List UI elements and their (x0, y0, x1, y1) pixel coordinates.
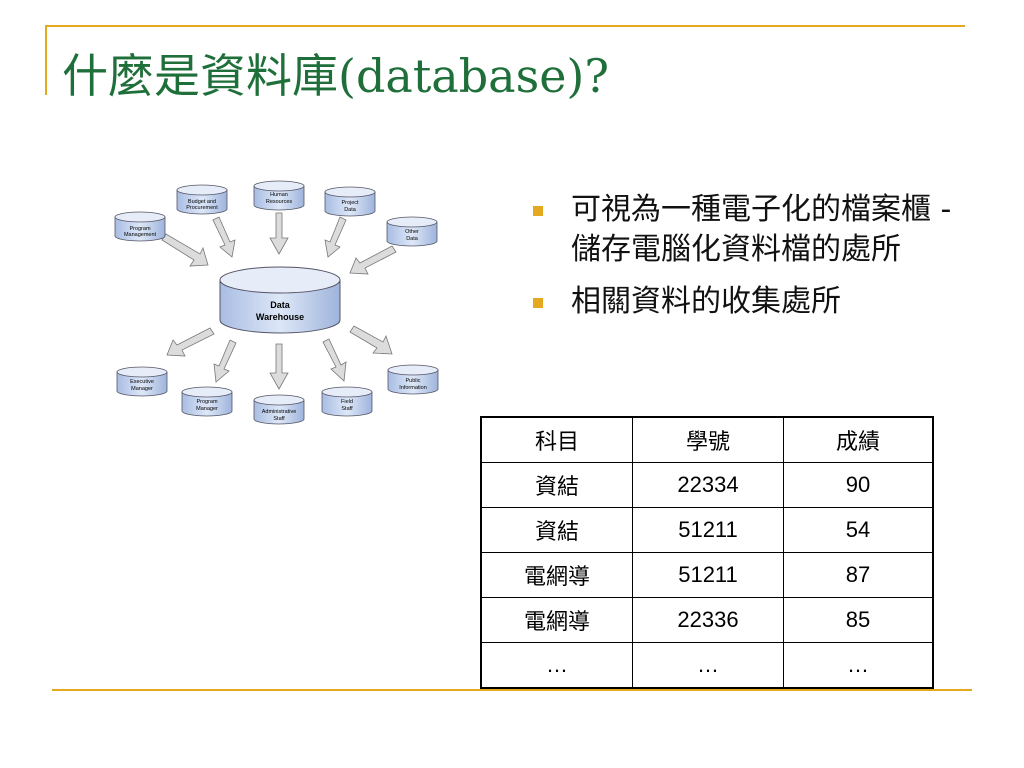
table-cell: … (783, 642, 934, 689)
table-row: … … … (480, 642, 934, 689)
svg-text:Administrative: Administrative (262, 409, 297, 415)
bullet-item: 相關資料的收集處所 (533, 282, 963, 322)
svg-text:Procurement: Procurement (186, 205, 218, 211)
svg-text:Project: Project (341, 200, 359, 206)
top-rule (45, 25, 965, 27)
data-warehouse-diagram: Data Warehouse Program Management Budget… (114, 180, 439, 425)
center-label-2: Warehouse (256, 312, 304, 322)
table-header-cell: 成績 (783, 416, 934, 463)
left-rule (45, 25, 47, 95)
table-cell: 電網導 (480, 597, 633, 643)
table-cell: … (480, 642, 633, 689)
table-header-cell: 科目 (480, 416, 633, 463)
svg-text:Program: Program (129, 226, 151, 232)
arrow-in-1 (161, 233, 209, 267)
bottom-rule (52, 689, 972, 691)
square-bullet-icon (533, 298, 543, 308)
source-program-management: Program Management (114, 211, 166, 242)
arrow-out-1 (166, 327, 215, 357)
table-cell: 資結 (480, 462, 633, 508)
svg-text:Staff: Staff (273, 416, 285, 422)
svg-text:Manager: Manager (131, 386, 153, 392)
svg-text:Human: Human (270, 192, 288, 198)
table-cell: 51211 (632, 507, 784, 553)
arrow-out-4 (322, 338, 347, 382)
table-header-row: 科目 學號 成績 (480, 416, 934, 463)
table-header-cell: 學號 (632, 416, 784, 463)
bullet-item: 可視為一種電子化的檔案櫃 - 儲存電腦化資料檔的處所 (533, 190, 963, 270)
consumer-executive-manager: Executive Manager (116, 366, 168, 397)
data-warehouse-cylinder: Data Warehouse (219, 266, 341, 334)
table-cell: 90 (783, 462, 934, 508)
table-cell: … (632, 642, 784, 689)
source-human-resources: Human Resources (253, 180, 305, 211)
svg-text:Staff: Staff (341, 406, 353, 412)
svg-text:Public: Public (406, 378, 421, 384)
svg-text:Other: Other (405, 229, 419, 235)
table-cell: 22336 (632, 597, 784, 643)
bullet-text: 相關資料的收集處所 (571, 284, 841, 319)
grades-table: 科目 學號 成績 資結 22334 90 資結 51211 54 電網導 512… (480, 416, 934, 689)
svg-text:Data: Data (344, 207, 357, 213)
table-cell: 資結 (480, 507, 633, 553)
table-cell: 87 (783, 552, 934, 598)
table-cell: 51211 (632, 552, 784, 598)
svg-text:Program: Program (196, 399, 218, 405)
arrow-in-5 (349, 245, 397, 275)
arrow-in-3 (269, 212, 289, 255)
table-row: 資結 51211 54 (480, 507, 934, 553)
svg-text:Executive: Executive (130, 379, 154, 385)
table-row: 電網導 51211 87 (480, 552, 934, 598)
bullet-list: 可視為一種電子化的檔案櫃 - 儲存電腦化資料檔的處所 相關資料的收集處所 (533, 190, 963, 334)
source-budget-procurement: Budget and Procurement (176, 184, 228, 215)
svg-text:Management: Management (124, 232, 157, 238)
source-other-data: Other Data (386, 216, 438, 247)
svg-text:Field: Field (341, 399, 353, 405)
svg-text:Information: Information (399, 385, 427, 391)
table-cell: 電網導 (480, 552, 633, 598)
source-project-data: Project Data (324, 186, 376, 217)
table-row: 電網導 22336 85 (480, 597, 934, 643)
svg-text:Budget and: Budget and (188, 199, 216, 205)
svg-text:Data: Data (406, 236, 419, 242)
consumer-field-staff: Field Staff (321, 386, 373, 417)
arrow-out-3 (269, 343, 289, 390)
consumer-program-manager: Program Manager (181, 386, 233, 417)
table-cell: 54 (783, 507, 934, 553)
consumer-administrative-staff: Administrative Staff (253, 394, 305, 425)
svg-text:Manager: Manager (196, 406, 218, 412)
table-row: 資結 22334 90 (480, 462, 934, 508)
arrow-out-2 (213, 339, 237, 383)
slide-title: 什麼是資料庫(database)? (62, 49, 610, 103)
table-cell: 22334 (632, 462, 784, 508)
arrow-in-2 (212, 216, 236, 258)
table-cell: 85 (783, 597, 934, 643)
square-bullet-icon (533, 206, 543, 216)
arrow-out-5 (349, 325, 393, 355)
bullet-text: 可視為一種電子化的檔案櫃 - 儲存電腦化資料檔的處所 (571, 192, 952, 267)
svg-text:Resources: Resources (266, 199, 293, 205)
consumer-public-information: Public Information (387, 364, 439, 395)
arrow-in-4 (324, 216, 347, 258)
center-label-1: Data (270, 300, 291, 310)
